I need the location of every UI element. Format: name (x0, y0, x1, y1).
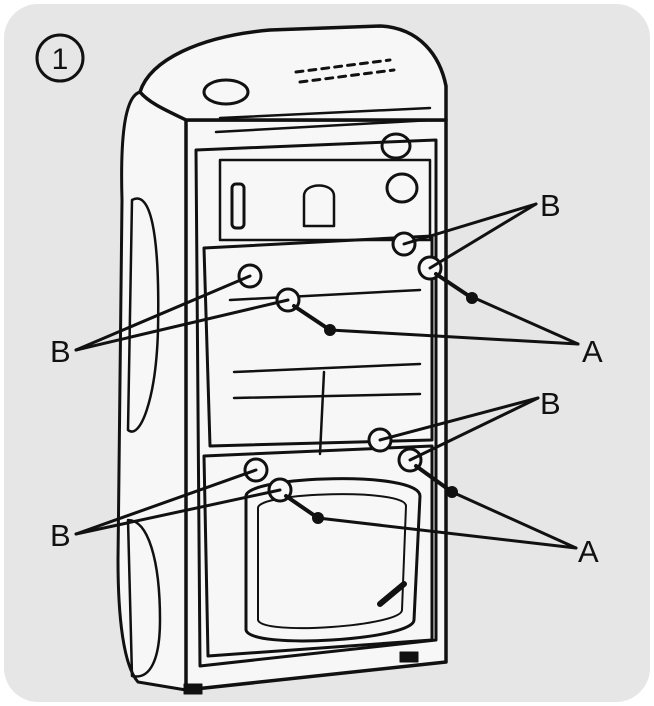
lower-tank (244, 477, 422, 643)
upper-port-1 (380, 132, 412, 160)
top-grip-marks (294, 58, 396, 84)
lower-compartment (202, 444, 434, 658)
leader-lines (74, 202, 580, 550)
leader-b-top-right-1 (402, 202, 538, 246)
leader-a-lower-right-2 (316, 516, 578, 550)
label-a-lower-right: A (578, 534, 599, 569)
screw-upper-left-shaft (292, 304, 332, 332)
leader-b-lower-left-1 (74, 468, 258, 536)
screw-lower-left-head (312, 512, 324, 524)
step-badge: 1 (35, 33, 85, 83)
middle-divider (318, 370, 326, 456)
callout-labels: B B A B B A (50, 188, 603, 569)
step-badge-circle (35, 33, 85, 83)
screw-upper-right-shaft (434, 272, 474, 300)
screw-upper-right-head (466, 292, 478, 304)
leader-a-upper-right-1 (468, 294, 580, 346)
side-panel-cutout-lower (126, 518, 162, 678)
top-handle-groove (218, 106, 432, 120)
leader-b-mid-right-2 (408, 396, 540, 462)
step-number: 1 (52, 43, 69, 76)
screw-lower-right-head (446, 486, 458, 498)
middle-panel-inner (228, 288, 422, 400)
leader-b-mid-right-1 (378, 396, 540, 442)
top-knob (202, 78, 250, 106)
leader-a-upper-right-2 (328, 328, 580, 346)
leader-b-top-right-2 (428, 202, 538, 270)
leader-b-upper-left-1 (74, 274, 252, 352)
screw-upper-left-head (324, 324, 336, 336)
screw-lower-left-shaft (284, 494, 320, 520)
appliance-rear-view (116, 24, 448, 695)
label-b-lower-left: B (50, 518, 71, 553)
foot-right (399, 651, 419, 663)
rear-frame (194, 138, 438, 668)
foot-left (183, 683, 203, 695)
middle-panel (202, 234, 434, 448)
lower-tank-inner (257, 493, 407, 630)
top-handle-groove-2 (214, 118, 434, 134)
upper-port-2 (385, 172, 419, 204)
screws (284, 272, 478, 524)
upper-plug (302, 184, 336, 228)
label-a-upper-right: A (582, 334, 603, 369)
side-latch (230, 182, 246, 230)
leader-a-lower-right-1 (450, 490, 578, 550)
leader-b-upper-left-2 (74, 298, 290, 352)
lower-tank-handle (377, 581, 407, 607)
upper-compartment (218, 158, 432, 242)
label-b-upper-left: B (50, 334, 71, 369)
leader-b-lower-left-2 (74, 488, 282, 536)
label-b-mid-right: B (540, 386, 561, 421)
screw-lower-right-shaft (414, 464, 454, 494)
label-b-top-right: B (540, 188, 561, 223)
